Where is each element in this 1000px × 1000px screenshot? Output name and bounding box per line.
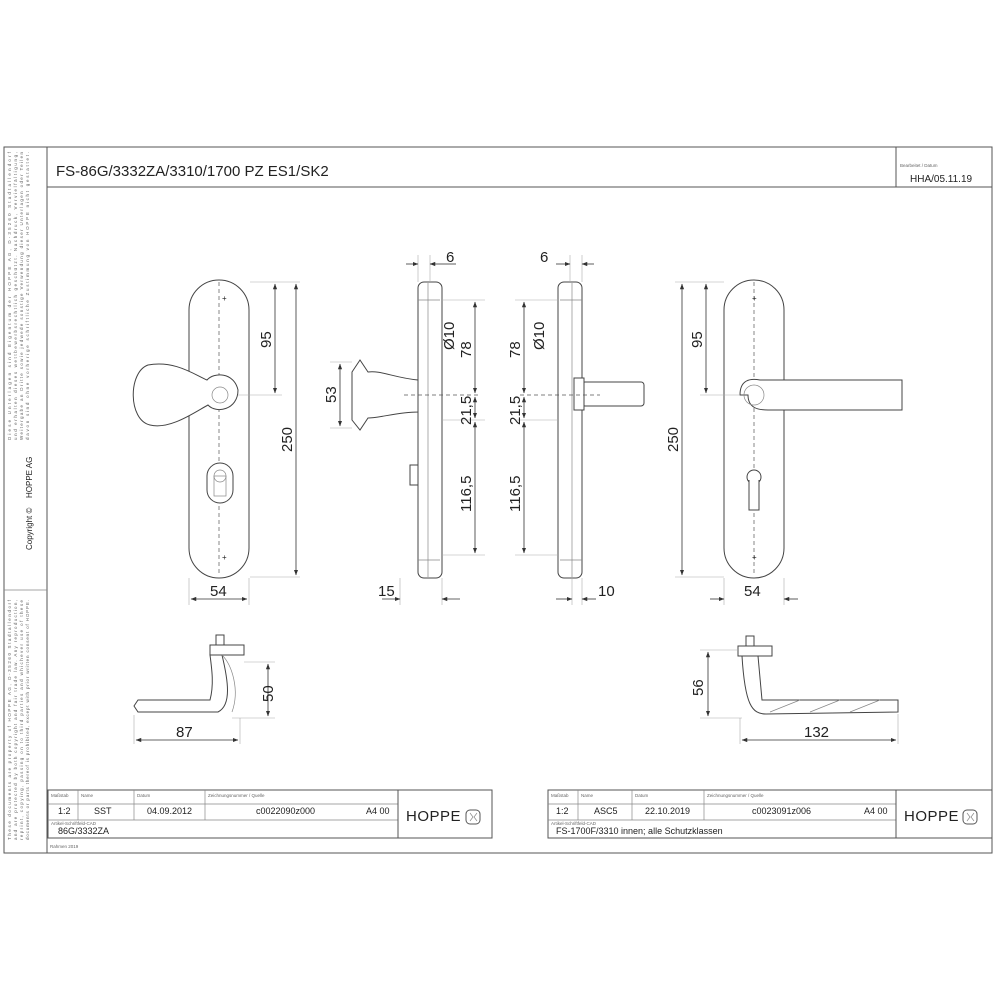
tb-right-date: 22.10.2019 [645,806,690,816]
dim-right-side-21-5: 21,5 [507,396,524,425]
svg-text:+: + [222,294,227,303]
tb-right-date-label: Datum [635,793,649,798]
tb-right-drawing-no-label: Zeichnungsnummer / Quelle [707,793,764,798]
dim-left-side-116-5: 116,5 [458,476,475,512]
tb-left-scale-label: Maßstab [51,793,69,798]
right-front-view: + + 95 250 54 [665,279,903,605]
tb-left-name-label: Name [81,793,94,798]
dim-right-front-54: 54 [744,583,761,600]
english-notice-2: and are protected by both copyright and … [13,600,18,840]
drawing-frame [3,146,993,854]
tb-right-name: ASC5 [594,806,618,816]
german-notice-1: Diese Unterlagen sind Eigentum der HOPPE… [7,151,12,440]
title-block-left: Maßstab Name Datum Zeichnungsnummer / Qu… [47,789,399,839]
svg-text:+: + [222,553,227,562]
tb-right-scale-label: Maßstab [551,793,569,798]
german-notice-4: davon sind ohne vorherige schriftliche Z… [25,152,30,440]
tb-right-drawing-no: c0023091z006 [752,806,811,816]
logo-right-box: HOPPE [895,789,993,839]
left-handle-view: 50 87 [133,634,277,744]
dim-left-front-95: 95 [258,331,275,348]
dim-left-side-15: 15 [378,583,395,600]
tb-right-scale: 1:2 [556,806,569,816]
copyright-label: Copyright © [25,508,34,550]
header-label: Bearbeitet / Datum [900,163,938,168]
english-notice-3: reprint, copying, passing on to third pa… [19,600,24,840]
left-front-view: + + 95 250 54 [132,279,300,605]
english-notice-4: documents or parts thereof is prohibited… [25,600,30,840]
svg-text:+: + [752,553,757,562]
tb-left-drawing-no: c0022090z000 [256,806,315,816]
tb-left-drawing-no-label: Zeichnungsnummer / Quelle [208,793,265,798]
frame-label: Rahmen 2019 [50,844,79,849]
german-notice-2: und erhalten dieses wettbewerbsrechtlich… [13,152,18,440]
dim-left-handle-50: 50 [260,685,277,702]
tb-left-article-label: Artikel-Schriftfeld-CAD [51,821,97,826]
tb-right-article: FS-1700F/3310 innen; alle Schutzklassen [556,826,723,836]
tb-left-date-label: Datum [137,793,151,798]
english-notice-1: These documents are property of HOPPE AG… [7,599,12,840]
tb-left-format: A4 00 [366,806,390,816]
tb-right-name-label: Name [581,793,594,798]
dim-left-side-53: 53 [323,386,340,403]
dim-right-side-6: 6 [540,249,548,266]
tb-left-article: 86G/3332ZA [58,826,109,836]
title-block-right: Maßstab Name Datum Zeichnungsnummer / Qu… [547,789,897,839]
right-side-view: 6 Ø10 78 21,5 116,5 10 [507,249,645,605]
dim-left-side-dia10: Ø10 [441,322,458,350]
hoppe-logo-left: HOPPE [406,808,461,825]
company-label: HOPPE AG [25,457,34,498]
dim-right-side-116-5: 116,5 [507,476,524,512]
hoppe-logo-right: HOPPE [904,808,959,825]
dim-right-front-250: 250 [665,427,682,452]
dim-left-side-78: 78 [458,341,475,358]
german-notice-3: Weitergabe an Dritte sowie jedwede sonst… [19,152,24,440]
tb-left-name: SST [94,806,112,816]
dim-right-side-10: 10 [598,583,615,600]
dim-left-front-250: 250 [279,427,296,452]
dim-right-side-dia10: Ø10 [531,322,548,350]
dim-left-front-54: 54 [210,583,227,600]
dim-left-handle-87: 87 [176,724,193,741]
dim-left-side-6: 6 [446,249,454,266]
svg-text:+: + [752,294,757,303]
tb-right-format: A4 00 [864,806,888,816]
tb-right-article-label: Artikel-Schriftfeld-CAD [551,821,597,826]
dim-right-handle-56: 56 [690,679,707,696]
header-editor-date: HHA/05.11.19 [910,174,973,185]
drawing-title: FS-86G/3332ZA/3310/1700 PZ ES1/SK2 [56,163,329,180]
dim-right-handle-132: 132 [804,724,829,741]
right-handle-view: 56 132 [690,635,899,744]
logo-left-box: HOPPE [397,789,493,839]
dim-right-front-95: 95 [689,331,706,348]
dim-right-side-78: 78 [507,341,524,358]
dim-left-side-21-5: 21,5 [458,396,475,425]
tb-left-date: 04.09.2012 [147,806,192,816]
side-legal-area: Copyright © HOPPE AG Diese Unterlagen si… [7,151,79,849]
left-side-view: 6 Ø10 78 53 21,5 116,5 15 [323,249,485,605]
tb-left-scale: 1:2 [58,806,71,816]
